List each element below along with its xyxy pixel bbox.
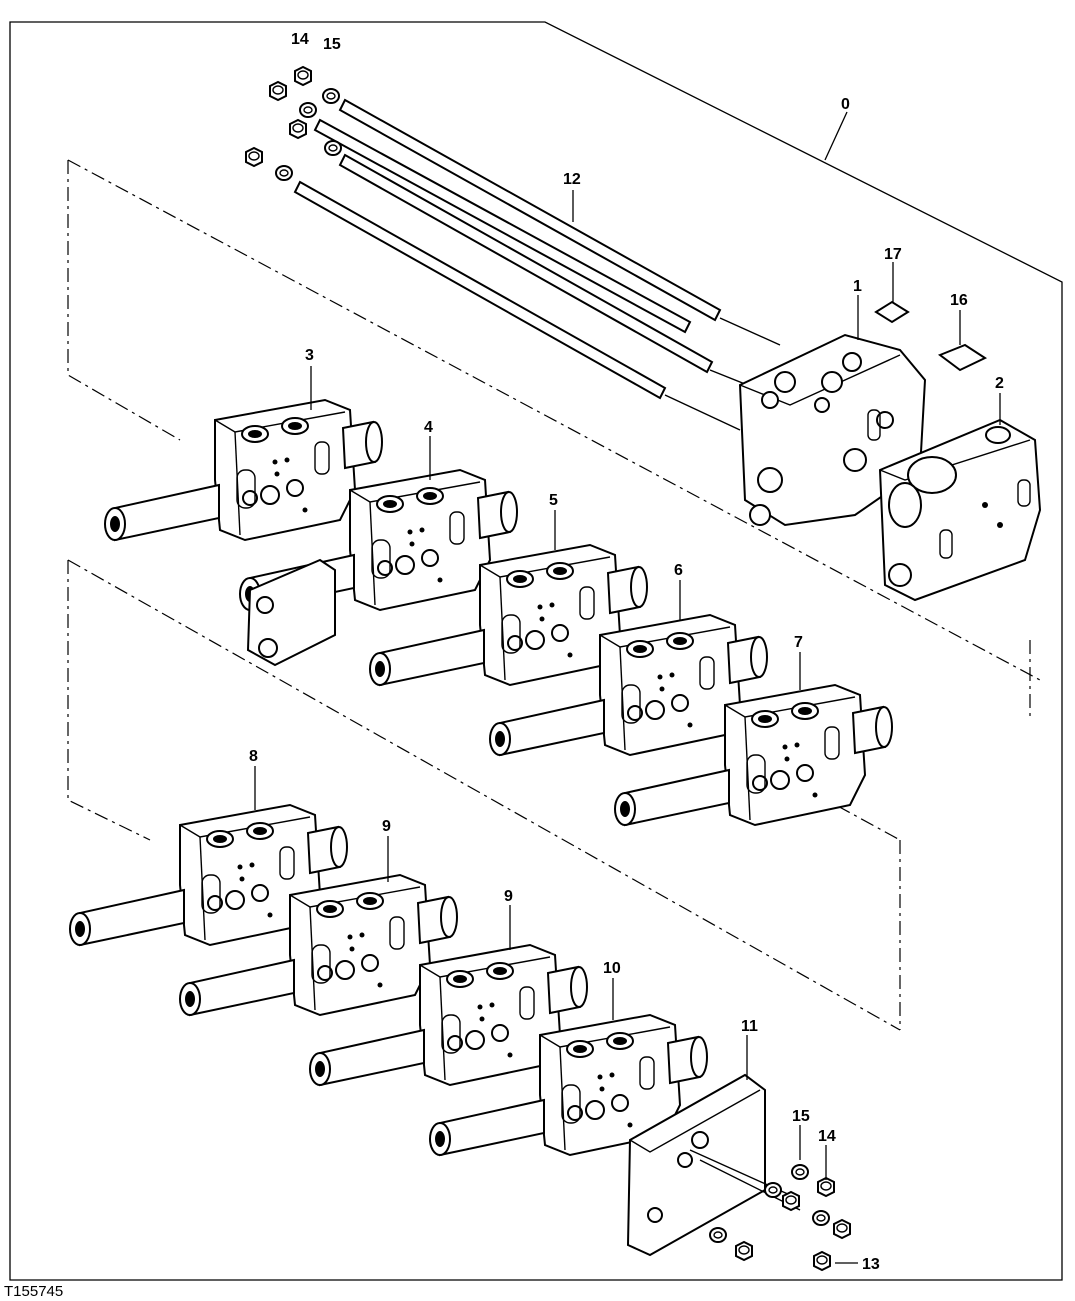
callout-2: 2 [995, 375, 1004, 392]
assembly-guide-lines [67, 159, 1041, 1031]
callout-11: 11 [741, 1018, 758, 1035]
callout-13: 13 [862, 1256, 880, 1273]
label-16 [937, 343, 988, 372]
callout-10: 10 [603, 960, 621, 977]
leader-lines [254, 111, 1001, 1264]
callout-1: 1 [853, 278, 862, 295]
callout-15-top: 15 [323, 36, 341, 53]
callout-15-bottom: 15 [792, 1108, 810, 1125]
callout-0: 0 [841, 96, 850, 113]
callout-9-upper: 9 [382, 818, 391, 835]
callout-12: 12 [563, 171, 581, 188]
figure-reference: T155745 [4, 1283, 63, 1300]
callout-14-top: 14 [291, 31, 309, 48]
callout-14-bottom: 14 [818, 1128, 836, 1145]
callout-16: 16 [950, 292, 968, 309]
callout-3: 3 [305, 347, 314, 364]
callout-8: 8 [249, 748, 258, 765]
border-frame [9, 21, 1063, 1281]
end-section [878, 418, 1042, 602]
inlet-section [738, 333, 927, 527]
callout-4: 4 [424, 419, 433, 436]
callout-17: 17 [884, 246, 902, 263]
tie-rods [293, 98, 781, 431]
callout-5: 5 [549, 492, 558, 509]
callout-6: 6 [674, 562, 683, 579]
callout-9-lower: 9 [504, 888, 513, 905]
label-17 [874, 300, 910, 324]
callout-7: 7 [794, 634, 803, 651]
